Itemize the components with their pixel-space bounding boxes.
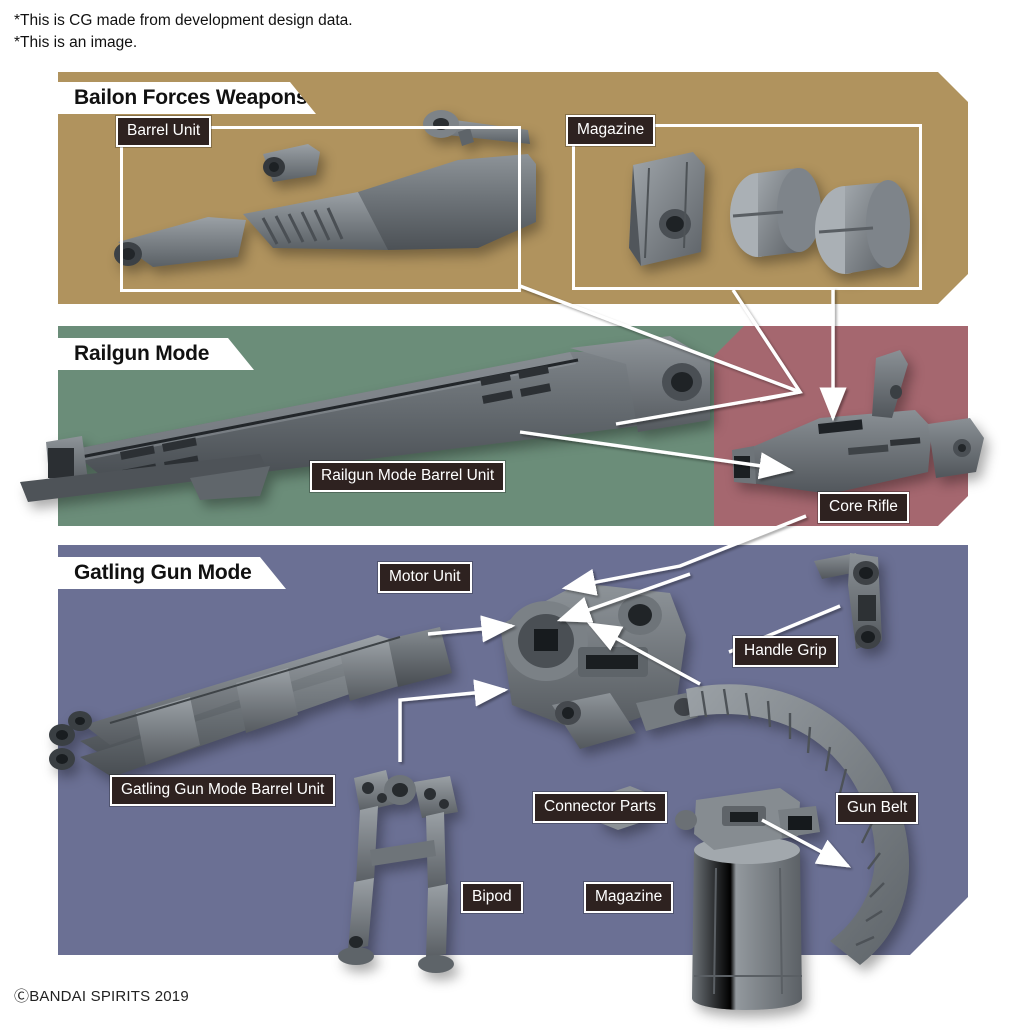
label-barrel-unit: Barrel Unit (116, 116, 212, 147)
cg-gun-belt (686, 684, 910, 965)
cg-gatling-barrel-unit (49, 627, 452, 777)
cg-bipod (338, 770, 458, 973)
copyright-text: ⒸBANDAI SPIRITS 2019 (14, 988, 189, 1005)
label-motor-unit: Motor Unit (378, 562, 472, 593)
cg-magazine-parts (629, 152, 910, 274)
label-magazine-gatling: Magazine (584, 882, 674, 913)
frame-barrel-unit (120, 126, 521, 292)
cg-gatling-magazine (675, 788, 820, 1010)
panel-bailon-forces-weapons: Bailon Forces Weapons (58, 72, 968, 304)
label-magazine-weapons: Magazine (566, 115, 656, 146)
note-line-1: *This is CG made from development design… (14, 12, 353, 29)
label-handle-grip: Handle Grip (733, 636, 838, 667)
note-line-2: *This is an image. (14, 34, 138, 51)
label-railgun-barrel-unit: Railgun Mode Barrel Unit (310, 461, 506, 492)
panel-title-weapons: Bailon Forces Weapons (58, 82, 316, 114)
panel-title-gatling: Gatling Gun Mode (58, 557, 286, 589)
label-gun-belt: Gun Belt (836, 793, 919, 824)
label-gatling-barrel-unit: Gatling Gun Mode Barrel Unit (110, 775, 336, 806)
label-connector-parts: Connector Parts (533, 792, 667, 823)
label-bipod: Bipod (461, 882, 523, 913)
cg-handle-grip (814, 553, 882, 649)
frame-magazine (572, 124, 922, 290)
cg-barrel-unit (114, 110, 536, 267)
panel-title-railgun: Railgun Mode (58, 338, 254, 370)
disclaimer-notes: *This is CG made from development design… (14, 10, 353, 54)
label-core-rifle: Core Rifle (818, 492, 909, 523)
